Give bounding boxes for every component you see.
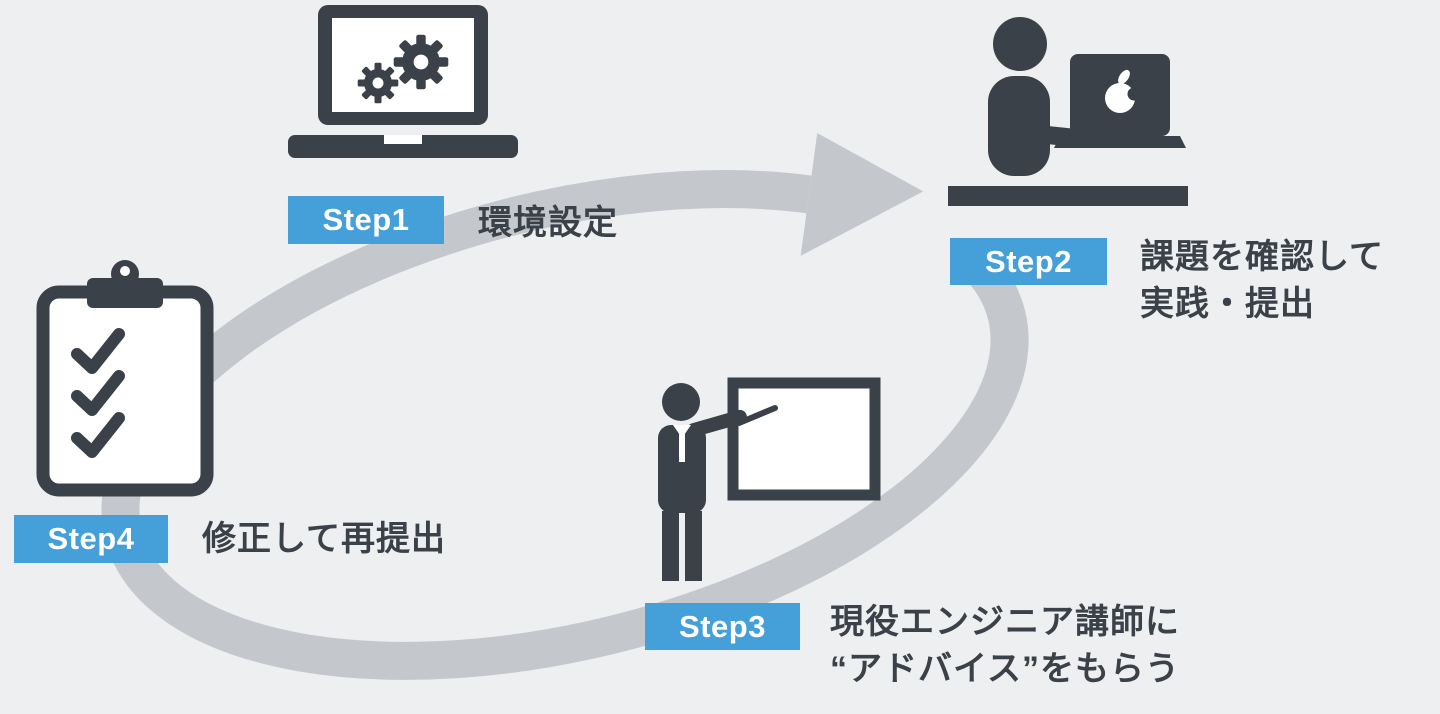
laptop-base-notch <box>384 135 422 144</box>
gear-icon <box>393 34 449 90</box>
instructor-leg <box>662 511 679 581</box>
checkmark-icon <box>71 328 125 374</box>
checkmark-icon <box>71 412 125 458</box>
shirt-collar <box>673 425 691 438</box>
whiteboard <box>727 377 881 501</box>
step1-badge: Step1 <box>288 196 444 244</box>
step3-label: 現役エンジニア講師に “アドバイス”をもらう <box>830 599 1180 693</box>
instructor-body <box>658 425 706 513</box>
laptop-gears-icon <box>288 5 518 180</box>
cycle-arrow-ring <box>101 170 1029 680</box>
step3-badge: Step3 <box>645 603 800 650</box>
laptop-base <box>288 135 518 158</box>
step2-label: 課題を確認して 実践・提出 <box>1140 234 1384 328</box>
step2-badge: Step2 <box>950 238 1107 285</box>
instructor-head <box>662 383 700 421</box>
gear-icon <box>357 62 399 104</box>
clipboard-clip-hole <box>120 266 130 276</box>
cycle-arrowhead-icon <box>800 133 924 256</box>
apple-logo-icon <box>1105 69 1141 113</box>
step4-badge: Step4 <box>14 515 168 563</box>
step2-label-line1: 課題を確認して <box>1140 238 1384 276</box>
clipboard-checklist-icon <box>35 258 215 503</box>
step4-label: 修正して再提出 <box>202 520 446 558</box>
step3-label-line1: 現役エンジニア講師に <box>830 603 1180 641</box>
clipboard-board <box>36 285 214 497</box>
step3-label-line2: “アドバイス”をもらう <box>830 650 1180 688</box>
pointer-stick <box>736 405 778 426</box>
tie <box>679 434 685 462</box>
person-at-mac-laptop-icon <box>948 14 1188 219</box>
desk-bar <box>948 186 1188 206</box>
instructor-leg <box>685 511 702 581</box>
step2-label-line2: 実践・提出 <box>1140 285 1315 323</box>
clipboard-clip <box>87 278 163 308</box>
step1-label: 環境設定 <box>478 204 618 242</box>
mac-keyboard <box>1054 136 1186 148</box>
instructor-whiteboard-icon <box>635 375 885 595</box>
checkmark-icon <box>71 370 125 416</box>
person-head <box>993 17 1047 71</box>
